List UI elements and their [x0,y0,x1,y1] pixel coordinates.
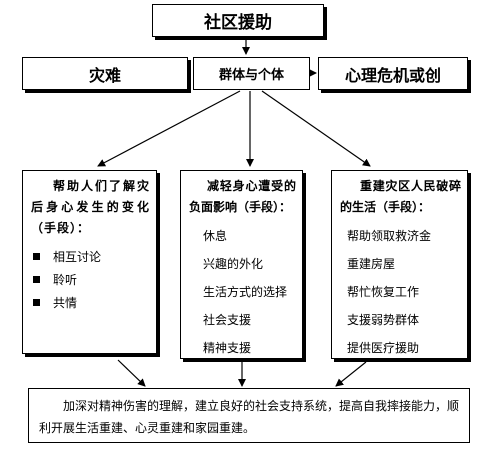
rebuild-life-heading: 重建灾区人民破碎的生活（手段）： [340,179,461,214]
arrow-right-to-bottom [335,361,367,387]
list-item: 支援弱势群体 [347,313,420,327]
list-item: 生活方式的选择 [203,285,288,299]
arrow-group-to-right [261,90,371,167]
square-bullet-icon [33,276,40,283]
understand-changes-box: 帮助人们了解灾后身心发生的变化（手段）： 相互讨论 聆听 共情 [22,170,157,354]
list-item: 相互讨论 [31,247,150,270]
list-item: 休息 [203,229,228,243]
list-item: 共情 [31,293,150,316]
rebuild-life-list: 帮助领取救济金 重建房屋 帮忙恢复工作 支援弱势群体 提供医疗援助 [340,226,461,366]
reduce-impact-box: 减轻身心遭受的负面影响（手段）： 休息 兴趣的外化 生活方式的选择 社会支援 精… [180,170,303,359]
list-item: 精神支援 [203,341,252,355]
list-item: 帮忙恢复工作 [347,285,420,299]
reduce-impact-list: 休息 兴趣的外化 生活方式的选择 社会支援 精神支援 [189,226,296,366]
list-item: 兴趣的外化 [203,257,264,271]
list-item: 社会支援 [203,313,252,327]
list-item: 聆听 [31,270,150,293]
arrow-group-to-left [97,90,241,167]
title-box: 社区援助 [152,4,324,37]
list-item: 重建房屋 [347,257,396,271]
rebuild-life-box: 重建灾区人民破碎的生活（手段）： 帮助领取救济金 重建房屋 帮忙恢复工作 支援弱… [331,170,468,359]
title-text: 社区援助 [204,13,272,33]
psych-crisis-text: 心理危机或创 [344,65,441,85]
understand-changes-heading: 帮助人们了解灾后身心发生的变化（手段）： [31,179,150,235]
disaster-text: 灾难 [88,65,121,85]
disaster-box: 灾难 [22,57,188,90]
group-individual-box: 群体与个体 [193,57,310,90]
square-bullet-icon [33,253,40,260]
psych-crisis-box: 心理危机或创 [318,57,468,90]
understand-changes-list: 相互讨论 聆听 共情 [31,247,150,316]
arrow-left-to-bottom [117,359,146,387]
outcome-text: 加深对精神伤害的理解，建立良好的社会支持系统，提高自我摔接能力，顺利开展生活重建… [39,399,460,435]
list-item: 提供医疗援助 [347,341,420,355]
group-individual-text: 群体与个体 [218,68,284,83]
square-bullet-icon [33,299,40,306]
reduce-impact-heading: 减轻身心遭受的负面影响（手段）： [189,179,296,214]
outcome-box: 加深对精神伤害的理解，建立良好的社会支持系统，提高自我摔接能力，顺利开展生活重建… [28,388,470,443]
list-item: 帮助领取救济金 [347,229,432,243]
